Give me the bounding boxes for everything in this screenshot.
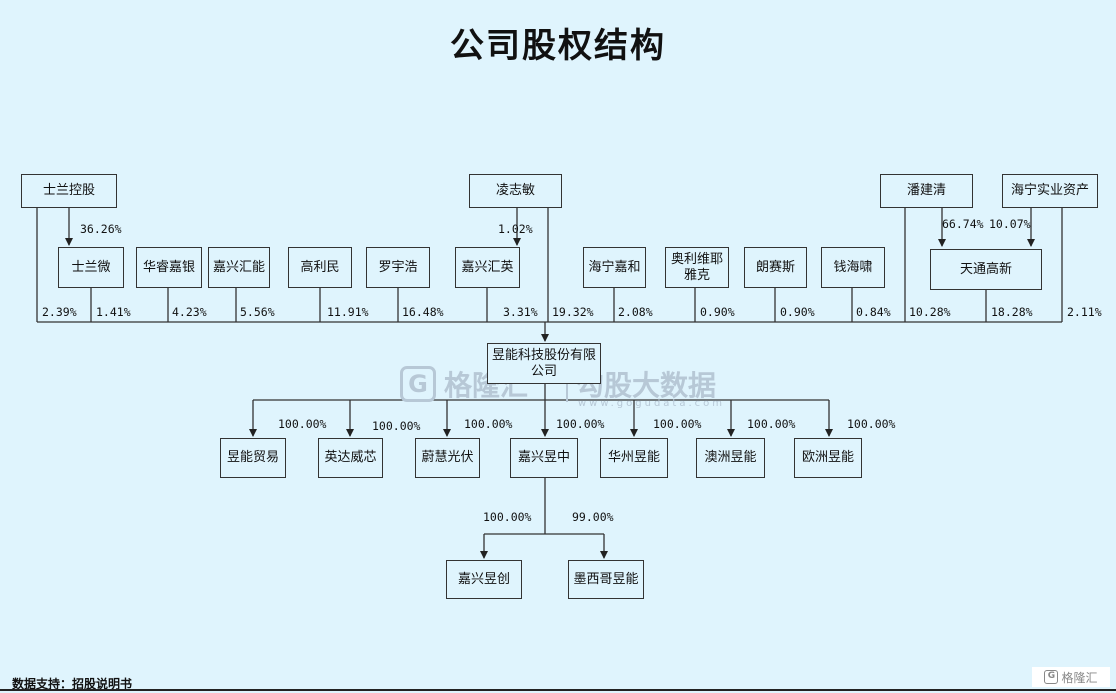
entity-haining-industrial: 海宁实业资产	[1002, 174, 1098, 208]
bottom-rule	[0, 689, 1116, 691]
entity-aozhou-yuneng: 澳洲昱能	[696, 438, 765, 478]
stake-label: 5.56%	[240, 305, 275, 319]
entity-yn-trade: 昱能贸易	[220, 438, 286, 478]
stake-label: 18.28%	[991, 305, 1033, 319]
stake-label: 99.00%	[572, 510, 614, 524]
corner-brand-text: 格隆汇	[1061, 670, 1098, 685]
stake-label: 3.31%	[503, 305, 538, 319]
stake-label: 100.00%	[847, 417, 896, 431]
entity-huarui-jiayin: 华睿嘉银	[136, 247, 202, 288]
entity-panjianqing: 潘建清	[880, 174, 973, 208]
entity-qianhaixiao: 钱海啸	[821, 247, 885, 288]
entity-tiantong-gaoxin: 天通高新	[930, 249, 1042, 290]
entity-huazhou-yuneng: 华州昱能	[600, 438, 668, 478]
stake-label: 1.41%	[96, 305, 131, 319]
stake-label: 100.00%	[372, 419, 421, 433]
entity-shilanwei: 士兰微	[58, 247, 124, 288]
stake-label: 10.07%	[989, 217, 1031, 231]
watermark-logo-icon: G	[400, 366, 436, 402]
entity-jiaxing-yuzhong: 嘉兴昱中	[510, 438, 578, 478]
stake-label: 100.00%	[278, 417, 327, 431]
watermark-url: www.gogudata.com	[578, 398, 726, 409]
entity-mexico-yuneng: 墨西哥昱能	[568, 560, 644, 599]
entity-jiaxing-yuchuang: 嘉兴昱创	[446, 560, 522, 599]
stake-label: 66.74%	[942, 217, 984, 231]
stake-label: 19.32%	[552, 305, 594, 319]
entity-haining-jiahe: 海宁嘉和	[583, 247, 646, 288]
entity-jiaxing-huineng: 嘉兴汇能	[208, 247, 270, 288]
stake-label: 100.00%	[653, 417, 702, 431]
stake-label: 100.00%	[747, 417, 796, 431]
entity-aoliwei-yake: 奥利维耶 雅克	[665, 247, 729, 288]
stake-label: 16.48%	[402, 305, 444, 319]
stake-label: 0.90%	[780, 305, 815, 319]
stake-label: 11.91%	[327, 305, 369, 319]
stake-label: 36.26%	[80, 222, 122, 236]
entity-company: 昱能科技股份有限 公司	[487, 343, 601, 384]
entity-langsaisi: 朗赛斯	[744, 247, 807, 288]
entity-yingda-weixin: 英达威芯	[318, 438, 383, 478]
stake-label: 2.11%	[1067, 305, 1102, 319]
entity-jiaxing-huiying: 嘉兴汇英	[455, 247, 520, 288]
entity-weihui-guangfu: 蔚慧光伏	[415, 438, 480, 478]
entity-ouzhou-yuneng: 欧洲昱能	[794, 438, 862, 478]
stake-label: 10.28%	[909, 305, 951, 319]
stake-label: 2.08%	[618, 305, 653, 319]
stake-label: 100.00%	[464, 417, 513, 431]
entity-luoyuhao: 罗宇浩	[366, 247, 430, 288]
gelonghui-logo-icon: G	[1044, 670, 1059, 684]
source-footer: 数据支持：招股说明书	[12, 677, 133, 691]
watermark-divider	[566, 368, 568, 402]
stake-label: 4.23%	[172, 305, 207, 319]
stake-label: 2.39%	[42, 305, 77, 319]
stake-label: 0.90%	[700, 305, 735, 319]
stake-label: 1.02%	[498, 222, 533, 236]
page-title: 公司股权结构	[450, 26, 666, 66]
corner-brand: G 格隆汇	[1032, 667, 1110, 687]
stake-label: 0.84%	[856, 305, 891, 319]
entity-shilan-holding: 士兰控股	[21, 174, 117, 208]
entity-gaolimin: 高利民	[288, 247, 352, 288]
stake-label: 100.00%	[556, 417, 605, 431]
stake-label: 100.00%	[483, 510, 532, 524]
entity-lingzhimin: 凌志敏	[469, 174, 562, 208]
